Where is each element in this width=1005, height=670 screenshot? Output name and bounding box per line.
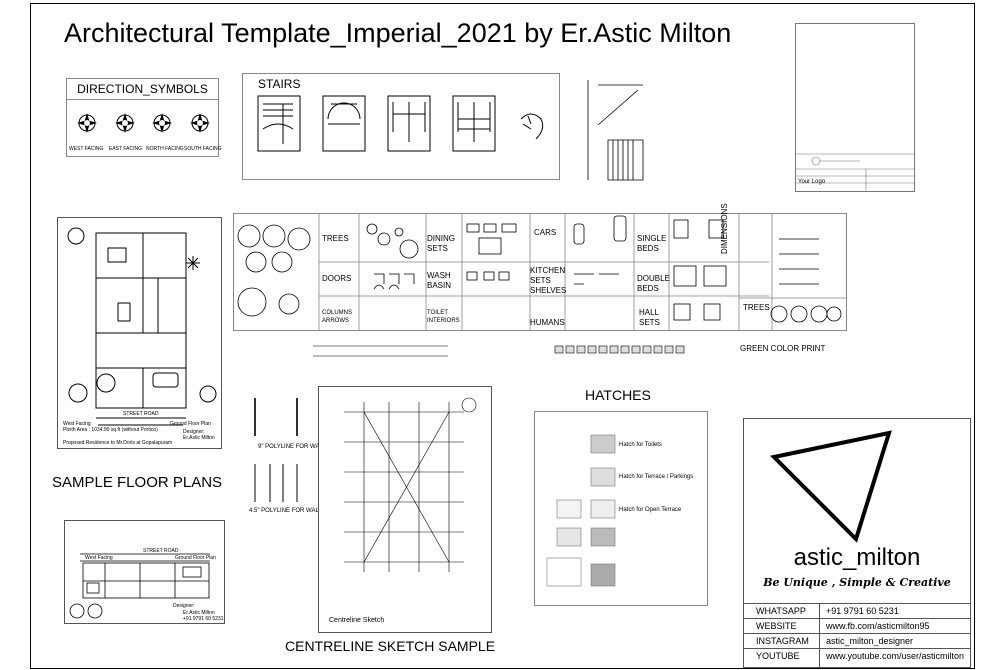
compass-north-icon [152, 113, 172, 133]
direction-symbols-panel: DIRECTION_SYMBOLS WEST FACING EAST FACIN… [66, 78, 222, 157]
hatch-toilets-label: Hatch for Toilets [619, 442, 662, 448]
floor-plan-drawing [67, 227, 217, 426]
brand-tagline: Be Unique , Simple & Creative [763, 576, 951, 589]
nine-inch-polyline-label: 9" POLYLINE FOR WALL [258, 444, 327, 450]
title-block-sheet: Your Logo [795, 23, 915, 192]
street-road-strip [313, 345, 448, 357]
contact-row-whatsapp: WHATSAPP +91 9791 60 5231 [744, 603, 970, 619]
direction-symbols-heading: DIRECTION_SYMBOLS [77, 82, 208, 96]
sample-floor-plans-heading: SAMPLE FLOOR PLANS [52, 474, 223, 491]
west-facing-label: WEST FACING [69, 146, 104, 152]
east-facing-label: EAST FACING [109, 146, 142, 152]
compass-south-icon [190, 113, 210, 133]
compass-west-icon [77, 113, 97, 133]
centreline-drawing [344, 397, 477, 572]
brand-panel: astic_milton Be Unique , Simple & Creati… [743, 418, 971, 668]
designer-phone: +91 9791 60 5231 [183, 616, 224, 622]
centreline-sketch-panel: Centreline Sketch [318, 386, 492, 633]
west-facing-label: West Facing [63, 421, 91, 427]
contact-row-website: WEBSITE www.fb.com/asticmilton95 [744, 618, 970, 634]
contact-label: WHATSAPP [756, 606, 806, 616]
floor-plan-2-drawing [69, 553, 210, 619]
designer-name: Er.Astic Milton [183, 435, 215, 441]
street-road-label: STREET ROAD [143, 548, 179, 554]
your-logo-label: Your Logo [798, 179, 826, 185]
sample-floor-plan-1: STREET ROAD West Facing Ground Floor Pla… [57, 217, 222, 449]
ground-floor-label: Ground Floor Plan [170, 421, 211, 427]
contact-label: WEBSITE [756, 621, 797, 631]
stairs-heading: STAIRS [258, 77, 301, 91]
designer-name: Er.Astic Milton [183, 610, 215, 616]
green-color-print-label: GREEN COLOR PRINT [740, 344, 826, 353]
contact-value[interactable]: astic_milton_designer [826, 636, 914, 646]
dimensions-label: DIMENSIONS [720, 203, 729, 254]
hatch-swatch-strip [554, 345, 685, 354]
hatches-panel: Hatch for Toilets Hatch for Terrace / Pa… [534, 411, 708, 606]
contact-row-youtube: YOUTUBE www.youtube.com/user/asticmilton [744, 648, 970, 664]
centreline-sketch-heading: CENTRELINE SKETCH SAMPLE [285, 638, 496, 654]
contact-label: YOUTUBE [756, 651, 800, 661]
designer-label: Designer: [183, 429, 205, 435]
stairs-panel: STAIRS [242, 73, 560, 180]
compass-symbols [77, 113, 210, 133]
contact-label: INSTAGRAM [756, 636, 809, 646]
contact-row-instagram: INSTAGRAM astic_milton_designer [744, 633, 970, 649]
ground-floor-label: Ground Floor Plan [175, 555, 216, 561]
stair-elevation-drawing [587, 80, 644, 181]
blocks-grid [237, 214, 846, 330]
hatch-swatches [546, 434, 616, 587]
west-facing-label: West Facing [85, 555, 113, 561]
compass-east-icon [115, 113, 135, 133]
designer-label: Designer: [173, 603, 195, 609]
hatch-terrace-parkings-label: Hatch for Terrace / Parkings [619, 474, 694, 480]
sample-floor-plan-2: STREET ROAD West Facing Ground Floor Pla… [64, 520, 225, 624]
divider [67, 99, 218, 100]
hatches-heading: HATCHES [585, 387, 651, 403]
centreline-sketch-inner-label: Centreline Sketch [329, 617, 385, 624]
north-facing-label: NORTH FACING [146, 146, 184, 152]
title-block-lines [796, 153, 914, 191]
south-facing-label: SOUTH FACING [184, 146, 222, 152]
trees-label: TREES [322, 234, 349, 243]
trees-2-label: TREES [743, 303, 770, 312]
doors-label: DOORS [322, 274, 352, 283]
polyline-wall-samples [254, 398, 298, 502]
plinth-area-label: Plinth Area : 1034.90 sq.ft (without Por… [63, 427, 158, 433]
page-title: Architectural Template_Imperial_2021 by … [64, 18, 732, 48]
contact-value[interactable]: +91 9791 60 5231 [826, 606, 899, 616]
proposed-residence-label: Proposed Residence to Mr.Doris at Gopala… [63, 440, 173, 446]
humans-label: HUMANS [530, 318, 565, 327]
drawing-sheet-border [30, 3, 975, 669]
street-road-label: STREET ROAD [123, 411, 159, 417]
brand-logo-triangle-icon [769, 430, 892, 543]
cars-label: CARS [534, 228, 557, 237]
four-inch-polyline-label: 4.5" POLYLINE FOR WALL [249, 508, 323, 514]
contact-value[interactable]: www.fb.com/asticmilton95 [826, 621, 930, 631]
contact-value[interactable]: www.youtube.com/user/asticmilton [826, 651, 965, 661]
brand-name: astic_milton [793, 544, 921, 571]
contact-column-divider [819, 603, 820, 667]
hatch-open-terrace-label: Hatch for Open Terrace [619, 507, 682, 513]
stair-plans [257, 95, 544, 152]
